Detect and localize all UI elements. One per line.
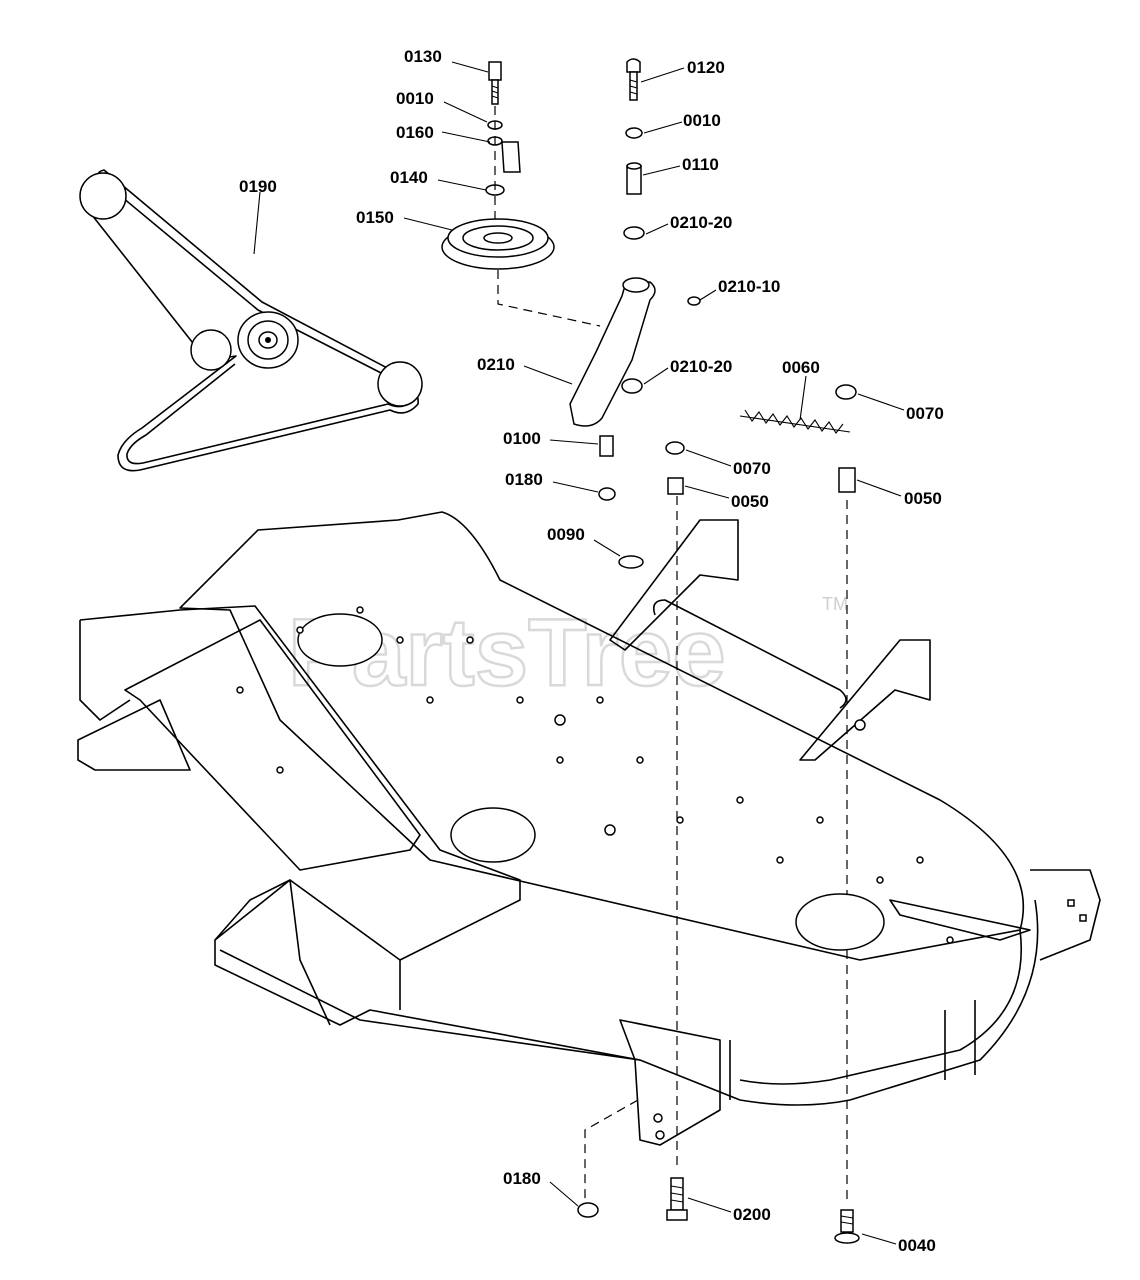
label-0130: 0130 bbox=[404, 47, 442, 66]
label-0110: 0110 bbox=[682, 155, 719, 174]
label-0010-b: 0010 bbox=[683, 111, 721, 130]
label-0040: 0040 bbox=[898, 1236, 936, 1255]
label-0050-a: 0050 bbox=[731, 492, 769, 511]
label-0010-a: 0010 bbox=[396, 89, 434, 108]
label-0060: 0060 bbox=[782, 358, 820, 377]
idler-pulley-stack bbox=[441, 61, 601, 327]
label-0070-a: 0070 bbox=[906, 404, 944, 423]
lower-hardware bbox=[577, 1099, 860, 1244]
idler-arm-stack bbox=[569, 58, 701, 569]
label-0090: 0090 bbox=[547, 525, 585, 544]
mower-deck bbox=[77, 511, 1101, 1146]
label-0120: 0120 bbox=[687, 58, 725, 77]
watermark-trademark: TM bbox=[822, 594, 848, 614]
label-0210: 0210 bbox=[477, 355, 515, 374]
label-0160: 0160 bbox=[396, 123, 434, 142]
label-0100: 0100 bbox=[503, 429, 541, 448]
label-0050-b: 0050 bbox=[904, 489, 942, 508]
label-0210-10: 0210-10 bbox=[718, 277, 780, 296]
deck-holes bbox=[236, 606, 954, 944]
label-0210-20-b: 0210-20 bbox=[670, 357, 732, 376]
spring-assembly bbox=[665, 384, 857, 1205]
label-0150: 0150 bbox=[356, 208, 394, 227]
label-0200: 0200 bbox=[733, 1205, 771, 1224]
drive-belt bbox=[79, 169, 423, 472]
callout-labels: 0130 0010 0160 0140 0150 0190 0120 0010 … bbox=[239, 47, 944, 1255]
label-0070-b: 0070 bbox=[733, 459, 771, 478]
leader-lines bbox=[253, 61, 905, 1245]
label-0180-b: 0180 bbox=[503, 1169, 541, 1188]
label-0190: 0190 bbox=[239, 177, 277, 196]
label-0210-20-a: 0210-20 bbox=[670, 213, 732, 232]
label-0140: 0140 bbox=[390, 168, 428, 187]
label-0180-a: 0180 bbox=[505, 470, 543, 489]
